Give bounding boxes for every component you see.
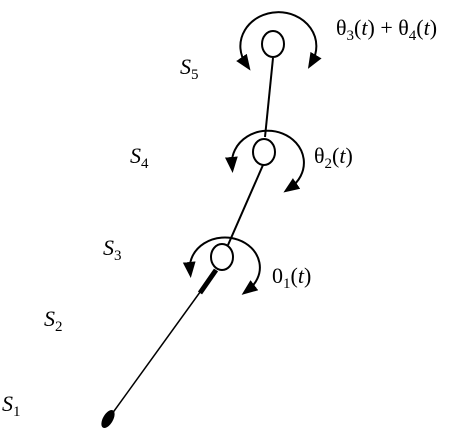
segment-label-s3: S3 [103,235,122,264]
rotation-arrow-joint2 [225,129,305,193]
link-thick-segment [197,268,219,295]
segment-label-s1: S1 [2,391,21,420]
angle-label-joint3: θ3(t) + θ4(t) [336,15,438,44]
angle-label-joint1: 01(t) [272,263,312,292]
joint-3 [261,30,285,58]
link-joint2-to-joint3 [264,57,274,138]
segment-label-s5: S5 [180,54,199,83]
joint-2 [252,138,276,166]
base-foot [101,409,115,429]
rotation-arrow-joint1 [182,236,261,295]
segment-label-s4: S4 [130,143,149,172]
angle-label-joint2: θ2(t) [314,143,353,172]
joint-1 [210,243,234,271]
segment-label-s2: S2 [44,306,63,335]
link-joint1-to-joint2 [227,164,264,246]
rotation-arrow-joint3 [236,11,322,71]
